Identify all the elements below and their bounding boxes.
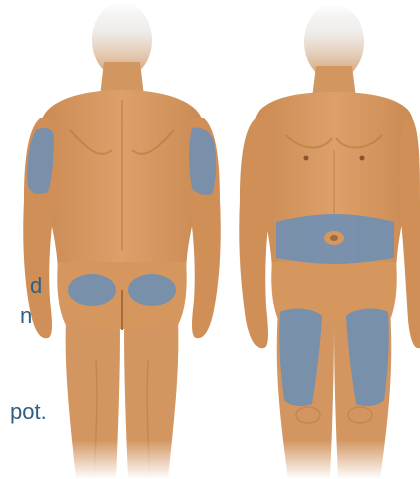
site-back-buttock-left — [68, 274, 116, 306]
back-figure — [23, 2, 221, 479]
text-fragment-3: pot. — [10, 400, 47, 424]
site-back-upper-arm-right — [189, 128, 216, 195]
text-fragment-2: n — [20, 304, 32, 328]
text-fragment-1: d — [30, 274, 42, 298]
front-figure — [239, 4, 420, 479]
site-back-buttock-right — [128, 274, 176, 306]
front-arm-right — [399, 118, 420, 348]
